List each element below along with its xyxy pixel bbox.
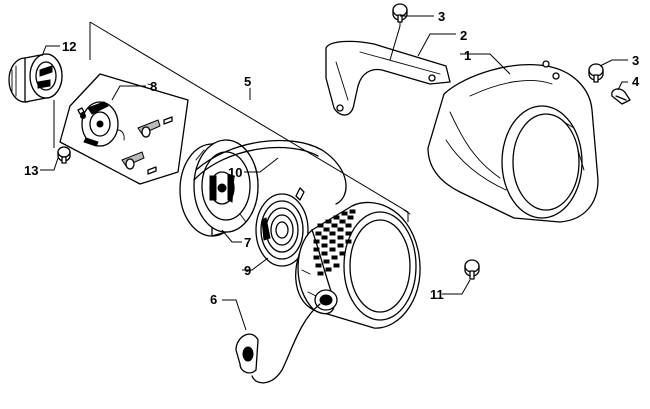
- recoil-housing: [295, 201, 421, 329]
- callout-12: 12: [62, 39, 76, 54]
- callout-2: 2: [460, 28, 467, 43]
- bolt-part-3-top: [392, 3, 408, 23]
- clip-part-4: [611, 88, 631, 105]
- handle-part-6: [235, 303, 321, 384]
- assembly-bracket-5: [89, 21, 409, 222]
- callout-1: 1: [464, 48, 471, 63]
- callout-7: 7: [244, 235, 251, 250]
- callout-10: 10: [228, 165, 242, 180]
- bolt-part-11: [464, 259, 480, 280]
- callout-13: 13: [24, 163, 38, 178]
- pulley-part-7: [179, 139, 259, 237]
- screw-part-13: [53, 100, 71, 164]
- callout-11: 11: [430, 287, 444, 302]
- callout-6: 6: [210, 292, 217, 307]
- bracket-part-2: [325, 40, 451, 116]
- fan-shroud-part-1: [427, 60, 599, 223]
- callout-5: 5: [244, 74, 251, 89]
- rope-part-10: [193, 139, 347, 205]
- bolt-part-3-right: [588, 63, 604, 83]
- spring-part-9: [255, 187, 309, 267]
- housing-grille: [313, 209, 356, 276]
- callout-8: 8: [150, 79, 157, 94]
- callout-9: 9: [244, 263, 251, 278]
- callout-3-right: 3: [632, 53, 639, 68]
- starter-cup-part-12: [8, 53, 63, 103]
- leader-lines: [40, 15, 628, 331]
- callout-3-top: 3: [438, 9, 445, 24]
- callout-numbers: 1 2 3 3 4 5 6 7 8 9 10 11 12 13: [24, 9, 640, 307]
- callout-4: 4: [632, 74, 640, 89]
- pawl-kit-part-8: [59, 73, 189, 185]
